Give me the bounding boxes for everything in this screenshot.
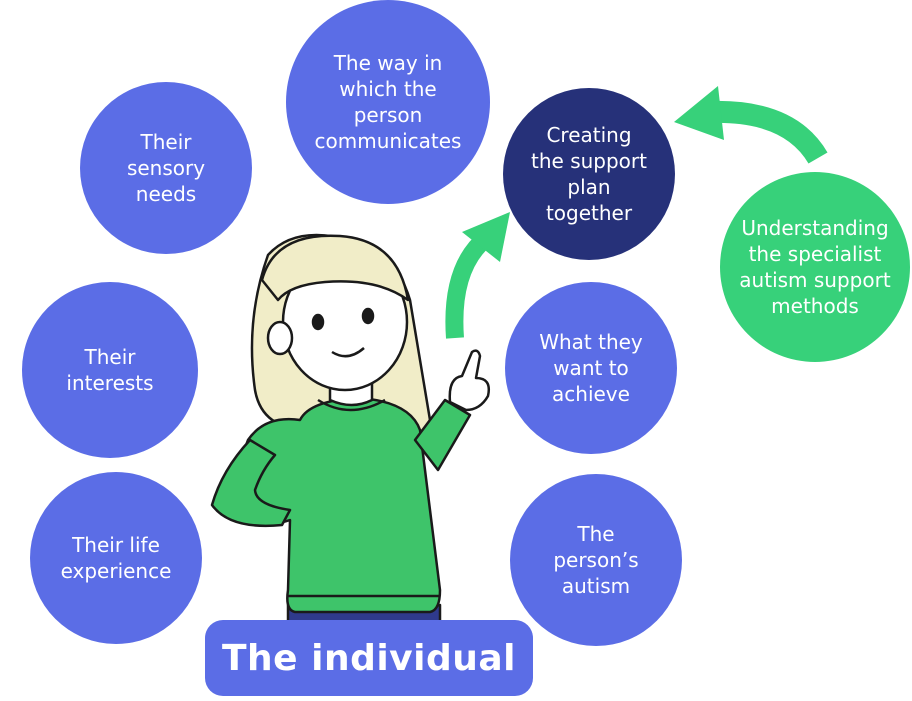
individual-label-text: The individual	[221, 637, 517, 679]
circle-communicates: The way in which the person communicates	[286, 0, 490, 204]
circle-support-plan-text: Creating the support plan together	[531, 123, 647, 225]
circle-sensory-needs: Their sensory needs	[80, 82, 252, 254]
circle-life-experience-text: Their life experience	[60, 533, 172, 583]
circle-communicates-text: The way in which the person communicates	[314, 51, 462, 153]
circle-interests-text: Their interests	[66, 345, 154, 395]
circle-achieve-text: What they want to achieve	[539, 330, 643, 406]
individual-label: The individual	[205, 620, 533, 696]
circle-life-experience: Their life experience	[30, 472, 202, 644]
circle-autism-text: The person’s autism	[553, 522, 639, 598]
circle-support-plan: Creating the support plan together	[503, 88, 675, 260]
circle-achieve: What they want to achieve	[505, 282, 677, 454]
curved-arrow-up	[445, 212, 510, 339]
circle-interests: Their interests	[22, 282, 198, 458]
person-figure	[210, 233, 490, 642]
circle-sensory-needs-text: Their sensory needs	[126, 130, 206, 206]
circle-methods-text: Understanding the specialist autism supp…	[739, 216, 891, 318]
circle-autism: The person’s autism	[510, 474, 682, 646]
curved-arrow-top	[674, 86, 828, 164]
circle-methods: Understanding the specialist autism supp…	[720, 172, 910, 362]
